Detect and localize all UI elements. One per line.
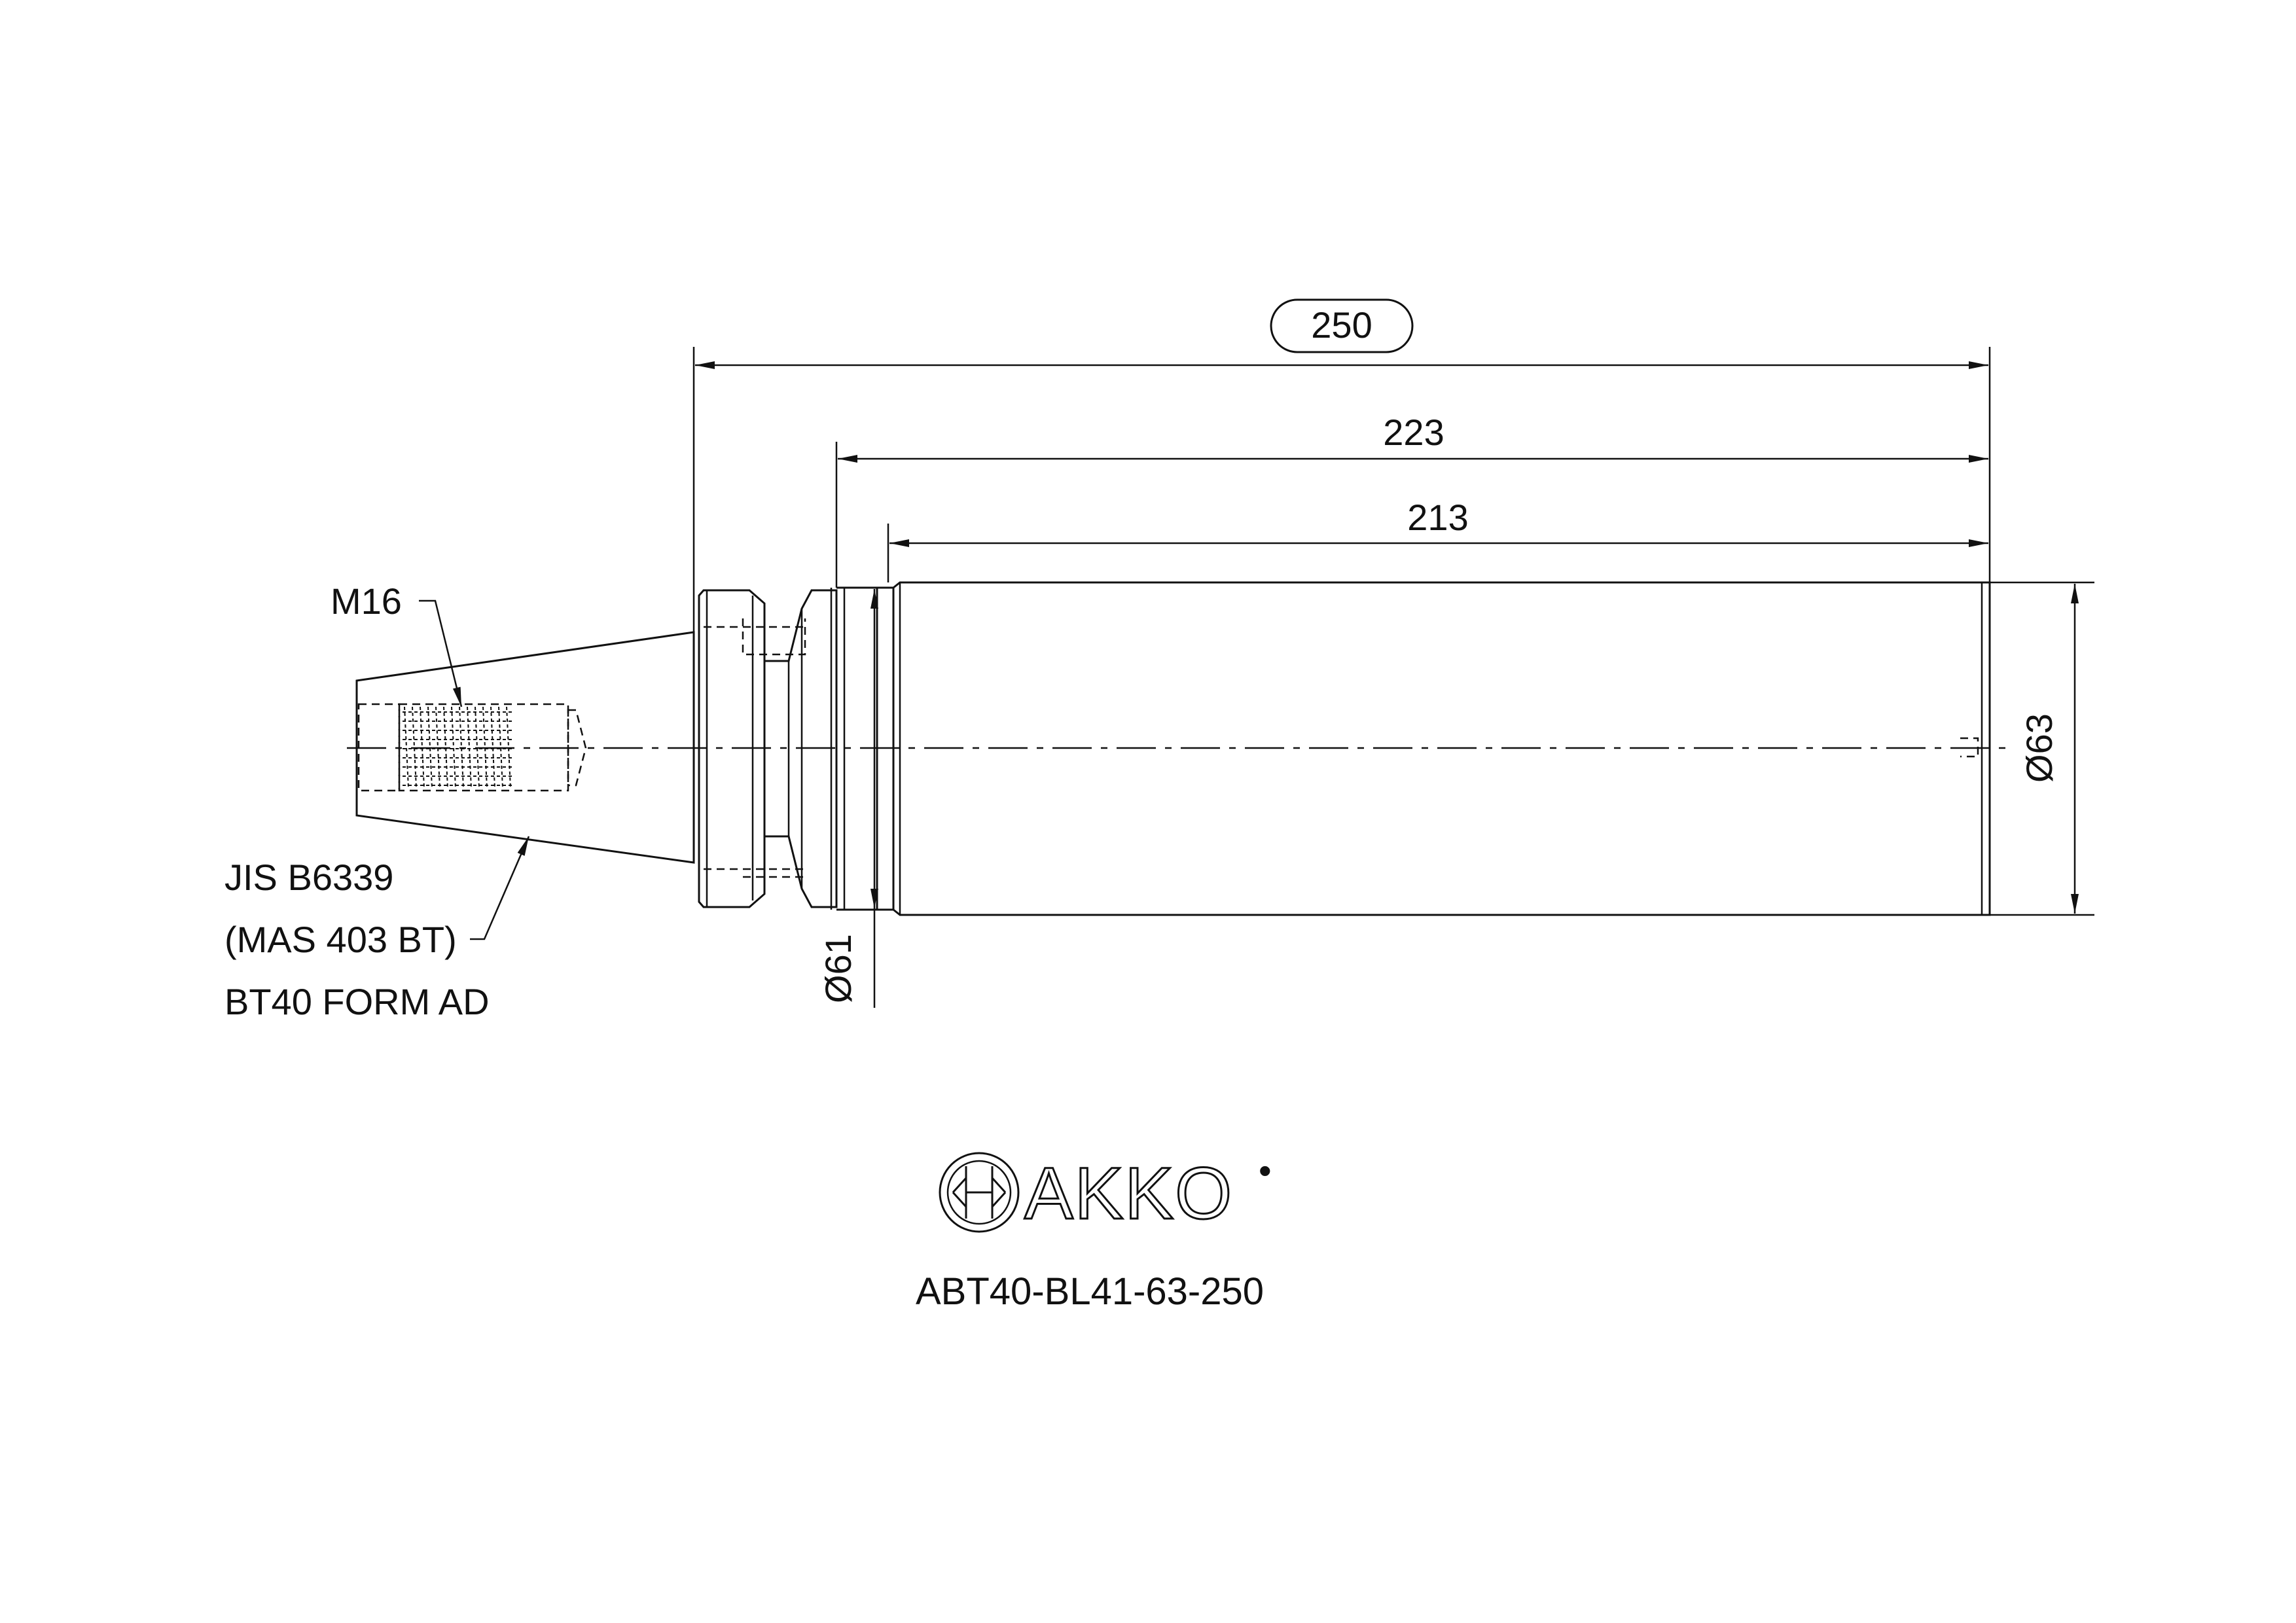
standard-line-1: JIS B6339 [224,857,393,898]
internal-thread [357,703,587,792]
thread-hatch [459,706,464,789]
dim-250-text: 250 [1311,304,1372,346]
thread-hatch [435,706,440,789]
thread-hatch [482,706,488,789]
thread-hatch [475,706,480,789]
thread-hatch [412,706,417,789]
thread-hatch [420,706,425,789]
thread-hatch [506,706,511,789]
thread-hatch [467,706,472,789]
dim-223-text: 223 [1383,412,1444,453]
dim-d63-text: Ø63 [2018,713,2060,783]
thread-hatch [490,706,495,789]
akko-logo-wordmark: AKKO [1024,1152,1233,1234]
thread-label: M16 [331,580,402,622]
thread-hatch [443,706,448,789]
standard-line-3: BT40 FORM AD [224,981,490,1022]
thread-leader [419,599,463,707]
standard-line-2: (MAS 403 BT) [224,919,457,960]
akko-logo: AKKO • [939,1150,1272,1236]
akko-logo-emblem-icon [939,1152,1020,1233]
thread-hatch [427,706,433,789]
thread-hatch [451,706,456,789]
tool-holder-body [347,581,2009,916]
part-number: ABT40-BL41-63-250 [916,1270,1264,1313]
standard-leader [470,836,530,940]
dim-d61-text: Ø61 [817,934,859,1003]
thread-hatch [498,706,503,789]
dim-250-box [1270,298,1414,353]
annotations: M16 JIS B6339 (MAS 403 BT) BT40 FORM AD [224,580,530,1022]
registered-mark: • [1259,1150,1272,1191]
dim-213-text: 213 [1407,497,1468,538]
dimensions: 250 223 213 Ø63 Ø61 [692,298,2094,1008]
thread-hatch [404,706,409,789]
